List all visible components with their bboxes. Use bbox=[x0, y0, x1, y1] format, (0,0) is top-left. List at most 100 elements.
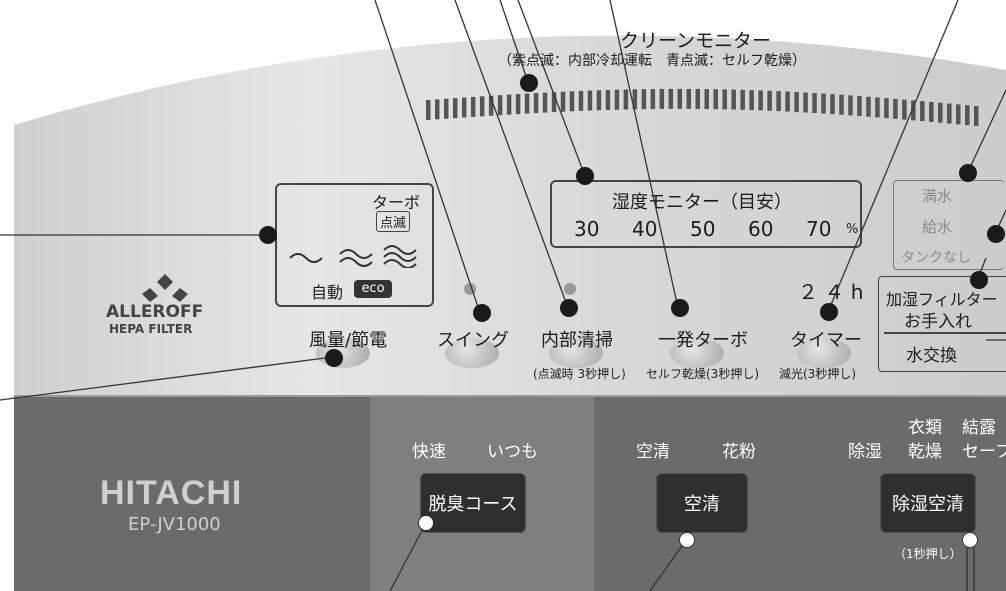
tank-none: タンクなし bbox=[901, 250, 971, 266]
callout-dot-tank bbox=[959, 164, 977, 182]
clean-monitor-segment bbox=[875, 97, 880, 118]
clean-monitor-segment bbox=[434, 99, 440, 120]
clean-monitor-note: （紫点滅：内部冷却運転 青点滅：セルフ乾燥） bbox=[498, 53, 806, 69]
clean-monitor-segment bbox=[524, 93, 530, 114]
clean-monitor-segment bbox=[758, 90, 763, 111]
swing-label: スイング bbox=[437, 330, 509, 351]
clean-monitor-segment bbox=[821, 93, 826, 114]
turbo-once-label: 一発ターボ bbox=[658, 330, 748, 351]
fan-power-label: 風量/節電 bbox=[309, 330, 388, 351]
clean-monitor-segment bbox=[767, 90, 772, 111]
timer-button[interactable] bbox=[797, 338, 851, 368]
swing-lamp bbox=[464, 283, 476, 295]
alleroff-logo-icon bbox=[142, 274, 188, 302]
filter-divider bbox=[884, 332, 1006, 334]
clean-monitor-segment bbox=[461, 97, 467, 118]
turbo-once-button[interactable] bbox=[670, 338, 724, 368]
blink-label: 点滅 bbox=[376, 211, 411, 232]
humidity-value-50: 50 bbox=[690, 217, 716, 241]
clean-monitor-segment bbox=[659, 88, 665, 109]
dehum-air-button[interactable]: 除湿空清 bbox=[880, 473, 976, 533]
clean-monitor-segment bbox=[938, 102, 943, 123]
pollen-label: 花粉 bbox=[722, 442, 756, 462]
clean-monitor-segment bbox=[605, 89, 611, 110]
clean-monitor-segment bbox=[426, 100, 431, 120]
clean-monitor-segment bbox=[650, 89, 656, 110]
clean-monitor-segment bbox=[452, 98, 458, 119]
humidity-value-60: 60 bbox=[748, 217, 774, 241]
turbo-label: ターボ bbox=[372, 193, 421, 212]
tank-refill: 給水 bbox=[922, 218, 953, 236]
clean-monitor-segment bbox=[506, 94, 512, 115]
clean-monitor-segment bbox=[740, 89, 745, 110]
callout-dot-timer bbox=[820, 303, 838, 321]
water-change-label: 水交換 bbox=[906, 346, 957, 366]
auto-label: 自動 bbox=[311, 283, 344, 302]
humidity-value-40: 40 bbox=[632, 217, 658, 241]
clean-monitor-segment bbox=[641, 89, 647, 110]
deodor-always-label: いつも bbox=[487, 442, 538, 462]
clean-monitor-segment bbox=[695, 88, 701, 109]
deodor-course-button[interactable]: 脱臭コース bbox=[420, 473, 526, 533]
clean-monitor-segment bbox=[668, 88, 674, 109]
deodor-fast-label: 快速 bbox=[412, 442, 446, 462]
clean-monitor-segment bbox=[677, 88, 683, 109]
callout-dot-clean-monitor bbox=[520, 74, 538, 92]
inner-clean-note: (点滅時 3秒押し) bbox=[533, 367, 626, 381]
dehum-label: 除湿 bbox=[848, 442, 882, 462]
clean-monitor-segment bbox=[551, 92, 557, 113]
safe-label: セーフ bbox=[962, 442, 1006, 462]
callout-dot-fan-power bbox=[325, 349, 343, 367]
clean-monitor-segment bbox=[902, 99, 907, 120]
clean-monitor-segment bbox=[515, 94, 521, 115]
swing-button[interactable] bbox=[445, 338, 499, 368]
clean-monitor-segment bbox=[929, 101, 934, 122]
clean-monitor-segment bbox=[470, 96, 476, 117]
clean-monitor-segment bbox=[812, 93, 817, 114]
timer-note: 減光(3秒押し) bbox=[779, 367, 856, 381]
callout-dot-humidity bbox=[576, 167, 594, 185]
clean-monitor-segment bbox=[578, 90, 584, 111]
clean-monitor-segment bbox=[911, 100, 916, 121]
clean-monitor-segment bbox=[965, 105, 970, 126]
inner-clean-button[interactable] bbox=[549, 338, 603, 368]
humidity-value-70: 70 bbox=[806, 217, 832, 241]
clean-monitor-segment bbox=[974, 106, 979, 126]
clean-monitor-segment bbox=[776, 91, 781, 112]
clean-monitor-segment bbox=[803, 92, 808, 113]
clean-monitor-segment bbox=[866, 96, 871, 117]
clean-monitor-segment bbox=[947, 103, 952, 124]
hitachi-logo: HITACHI bbox=[100, 474, 243, 512]
clean-monitor-bar bbox=[426, 88, 979, 126]
clean-monitor-segment bbox=[533, 93, 539, 114]
fan-wave-icons bbox=[289, 245, 417, 268]
clean-monitor-segment bbox=[956, 104, 961, 125]
clean-monitor-segment bbox=[830, 94, 835, 115]
clean-monitor-segment bbox=[497, 95, 503, 116]
clean-monitor-segment bbox=[884, 98, 889, 119]
clean-monitor-segment bbox=[587, 90, 593, 111]
callout-dot-turbo bbox=[671, 299, 689, 317]
callout-dot-air-clean bbox=[679, 532, 695, 548]
filter-care-label: お手入れ bbox=[904, 312, 972, 332]
condensation-label: 結露 bbox=[962, 418, 996, 438]
clean-monitor-segment bbox=[794, 92, 799, 113]
dehum-note: （1秒押し） bbox=[894, 547, 962, 561]
air-clean-label: 空清 bbox=[636, 442, 670, 462]
alleroff-logo: ALLEROFF bbox=[106, 302, 204, 322]
air-clean-button[interactable]: 空清 bbox=[656, 473, 748, 533]
clean-monitor-segment bbox=[785, 91, 790, 112]
callout-dot-filter bbox=[970, 271, 988, 289]
inner-clean-label: 内部清掃 bbox=[541, 330, 613, 351]
callout-dot-dehum bbox=[962, 532, 978, 548]
callout-dot-deodor bbox=[418, 515, 434, 531]
tank-full: 満水 bbox=[922, 187, 953, 205]
clean-monitor-segment bbox=[722, 89, 727, 110]
hepa-filter-text: HEPA FILTER bbox=[109, 322, 193, 336]
clean-monitor-segment bbox=[542, 92, 548, 113]
clean-monitor-title: クリーンモニター bbox=[620, 30, 772, 52]
turbo-note: セルフ乾燥(3秒押し) bbox=[646, 367, 759, 381]
dry-label: 乾燥 bbox=[908, 442, 942, 462]
callout-dot-inner-clean bbox=[560, 299, 578, 317]
eco-badge: eco bbox=[354, 280, 392, 298]
